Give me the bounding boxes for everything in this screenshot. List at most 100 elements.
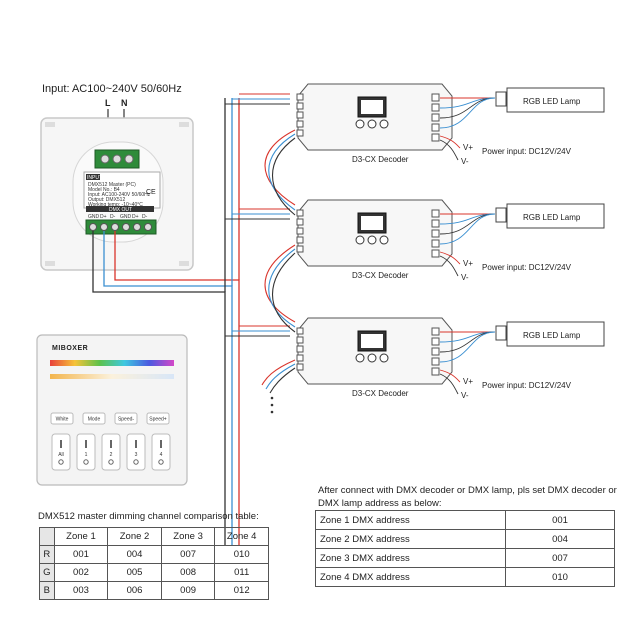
continuation-dots (270, 396, 274, 414)
table-header-cell: Zone 4 (214, 527, 269, 546)
table-row: Zone 2 DMX address 004 (315, 529, 615, 549)
pin-dminus-2: D- (142, 214, 148, 220)
output-terminal (431, 367, 440, 376)
lamp-connector (495, 325, 507, 341)
rgb-lamp-label: RGB LED Lamp (523, 331, 581, 340)
remote-button[interactable]: Speed+ (146, 412, 170, 425)
decoder-button[interactable] (355, 235, 365, 245)
decoder-name: D3-CX Decoder (352, 389, 409, 398)
display-screen (361, 334, 383, 348)
v-plus-label: V+ (463, 259, 473, 268)
table-cell: 010 (214, 545, 269, 564)
decoder-button[interactable] (379, 353, 389, 363)
rgb-lamp-label: RGB LED Lamp (523, 97, 581, 106)
table-row: R 001 004 007 010 (39, 545, 269, 564)
output-terminal (431, 113, 440, 122)
output-terminal (431, 123, 440, 132)
input-terminal (296, 102, 304, 110)
decoder-button[interactable] (367, 353, 377, 363)
input-terminal (296, 227, 304, 235)
address-value: 001 (505, 510, 615, 530)
table-header-cell: Zone 3 (160, 527, 216, 546)
table-cell: 012 (214, 581, 269, 600)
panel-line-5: Working temp: -10~40°C (88, 202, 143, 208)
table-row: Zone 1 DMX address 001 (315, 510, 615, 530)
remote-button[interactable]: Speed- (114, 412, 138, 425)
table-cell: 006 (107, 581, 162, 600)
v-minus-label: V- (461, 273, 469, 282)
address-label: Zone 2 DMX address (315, 529, 506, 549)
zone-button-label: All (58, 452, 64, 458)
output-terminal (431, 239, 440, 248)
input-terminal (296, 354, 304, 362)
table-cell: 005 (107, 563, 162, 582)
output-terminal (431, 229, 440, 238)
table-header-cell (39, 527, 55, 546)
decoder-button[interactable] (379, 119, 389, 129)
remote-brand: MIBOXER (52, 345, 88, 352)
panel-line-2: Model No.: B4 (88, 187, 120, 193)
table-row: B 003 006 009 012 (39, 581, 269, 600)
zone-button[interactable]: 3 (126, 433, 146, 471)
row-label-r: R (39, 545, 55, 564)
table-cell: 002 (53, 563, 109, 582)
address-label: Zone 3 DMX address (315, 548, 506, 568)
zone-button[interactable]: All (51, 433, 71, 471)
input-terminal (296, 209, 304, 217)
v-plus-label: V+ (463, 143, 473, 152)
table-row: G 002 005 008 011 (39, 563, 269, 582)
address-value: 004 (505, 529, 615, 549)
bus-d-minus (103, 231, 233, 545)
output-terminal (431, 103, 440, 112)
v-minus-label: V- (461, 391, 469, 400)
zone-button[interactable]: 4 (151, 433, 171, 471)
zone-button[interactable]: 1 (76, 433, 96, 471)
decoder-button[interactable] (355, 353, 365, 363)
input-terminal (296, 336, 304, 344)
output-terminal (431, 209, 440, 218)
input-terminal (296, 129, 304, 137)
decoder-button[interactable] (367, 235, 377, 245)
lamp-connector (495, 207, 507, 223)
zone-button-label: 3 (135, 452, 138, 458)
decoder-button[interactable] (355, 119, 365, 129)
remote-button-label: Speed- (118, 417, 134, 423)
panel-line-4: Output: DMX512 (88, 197, 125, 203)
decoder-name: D3-CX Decoder (352, 271, 409, 280)
ce-mark: CE (146, 189, 156, 196)
table-cell: 009 (160, 581, 216, 600)
pin-gnd-2: GND (120, 214, 132, 220)
remote-button[interactable]: White (50, 412, 74, 425)
white-strip (50, 374, 174, 379)
remote-button-label: Mode (88, 417, 101, 423)
remote-button[interactable]: Mode (82, 412, 106, 425)
decoder-button[interactable] (367, 119, 377, 129)
zone-button[interactable]: 2 (101, 433, 121, 471)
row-label-g: G (39, 563, 55, 582)
decoder-button[interactable] (379, 235, 389, 245)
output-terminal (431, 219, 440, 228)
input-terminal (296, 245, 304, 253)
output-terminal (431, 357, 440, 366)
output-terminal (431, 347, 440, 356)
output-terminal (431, 337, 440, 346)
input-terminal (296, 327, 304, 335)
power-input-label: Power input: DC12V/24V (482, 381, 572, 390)
panel-back-view: INPUT DMX512 Master (PC) Model No.: B4 I… (40, 117, 194, 271)
input-label: Input: AC100~240V 50/60Hz (42, 83, 182, 95)
table-header-cell: Zone 2 (107, 527, 162, 546)
panel-line-3: Input: AC100-240V 50/60Hz (88, 192, 151, 198)
pin-dplus-1: D+ (100, 214, 107, 220)
zone-button-label: 2 (110, 452, 113, 458)
remote-button-label: White (56, 417, 69, 423)
rgb-lamp-box (506, 203, 605, 229)
zone-button-label: 1 (85, 452, 88, 458)
table-cell: 008 (160, 563, 216, 582)
table-cell: 007 (160, 545, 216, 564)
display-screen (361, 216, 383, 230)
row-label-b: B (39, 581, 55, 600)
decoder-taps (225, 93, 296, 394)
table-cell: 003 (53, 581, 109, 600)
